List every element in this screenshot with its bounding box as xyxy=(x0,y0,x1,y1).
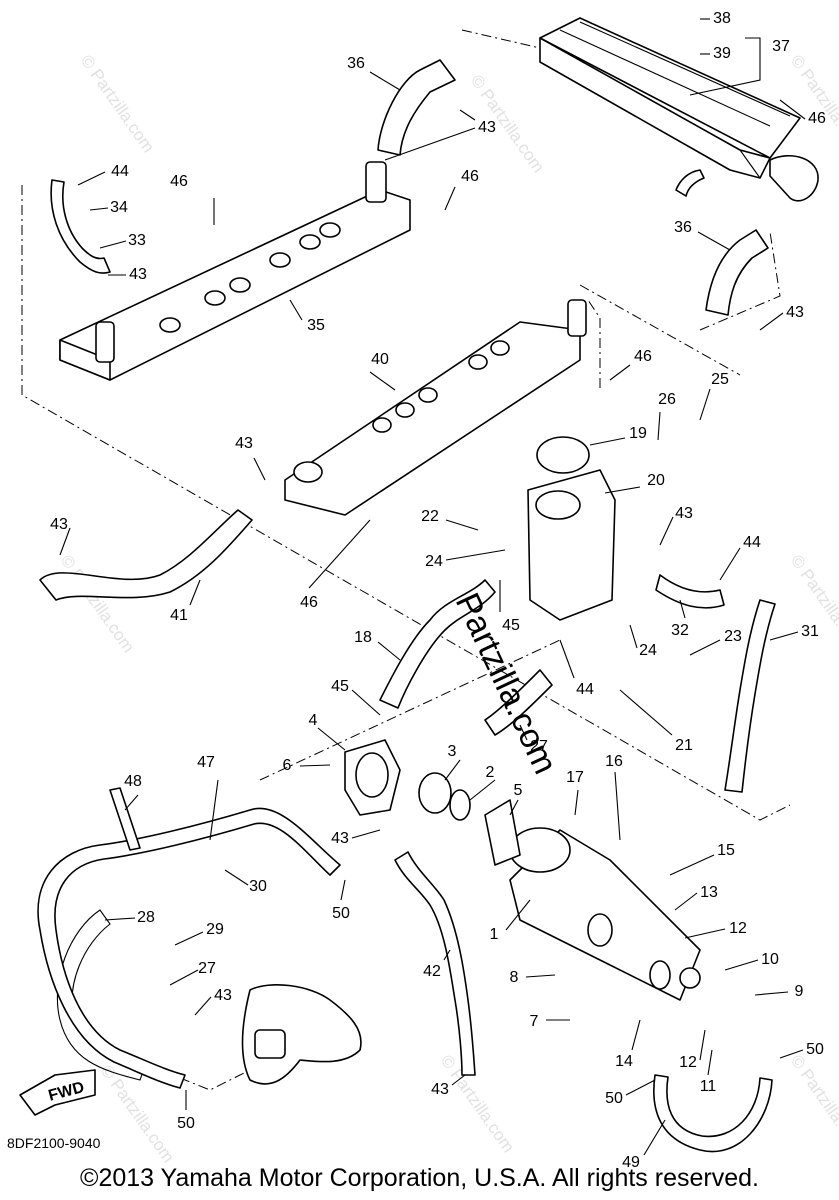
diagram-code: 8DF2100-9040 xyxy=(7,1135,101,1151)
part-number-label: 20 xyxy=(647,472,665,489)
part-number-label: 1 xyxy=(490,926,499,943)
part-number-label: 34 xyxy=(110,199,128,216)
part-number-label: 29 xyxy=(206,921,224,938)
part-number-label: 43 xyxy=(214,987,232,1004)
part-number-label: 25 xyxy=(711,371,729,388)
part-number-label: 27 xyxy=(530,738,548,755)
part-number-label: 23 xyxy=(724,628,742,645)
part-number-label: 46 xyxy=(170,173,188,190)
part-number-label: 49 xyxy=(622,1154,640,1171)
part-number-label: 36 xyxy=(674,219,692,236)
part-number-label: 38 xyxy=(713,10,731,27)
part-number-label: 39 xyxy=(713,45,731,62)
part-number-label: 46 xyxy=(808,110,826,127)
part-number-label: 30 xyxy=(249,878,267,895)
water-pump-assembly xyxy=(509,827,701,1001)
part-number-label: 43 xyxy=(50,516,68,533)
part-number-label: 4 xyxy=(309,712,318,729)
part-number-label: 24 xyxy=(639,642,657,659)
part-number-label: 44 xyxy=(743,534,761,551)
part-number-label: 43 xyxy=(675,505,693,522)
watermark: © Partzilla.com xyxy=(77,51,158,156)
part-number-label: 45 xyxy=(502,617,520,634)
part-number-label: 14 xyxy=(615,1053,633,1070)
part-labels: 1234567891011121213141516171819202122232… xyxy=(50,10,826,1171)
part-number-label: 50 xyxy=(177,1115,195,1132)
part-number-label: 50 xyxy=(332,905,350,922)
radiator-upper xyxy=(539,17,819,202)
radiator-left xyxy=(59,161,411,381)
part-number-label: 44 xyxy=(111,163,129,180)
watermark: © Partzilla.com xyxy=(437,1051,518,1156)
part-number-label: 43 xyxy=(786,304,804,321)
leader-lines xyxy=(59,18,806,1156)
part-number-label: 43 xyxy=(431,1081,449,1098)
part-number-label: 24 xyxy=(425,553,443,570)
part-number-label: 46 xyxy=(634,348,652,365)
part-number-label: 19 xyxy=(629,425,647,442)
radiator-middle xyxy=(284,299,587,516)
reservoir-tank xyxy=(527,436,616,621)
part-number-label: 10 xyxy=(761,951,779,968)
part-number-label: 37 xyxy=(772,38,790,55)
part-number-label: 21 xyxy=(675,737,693,754)
part-number-label: 47 xyxy=(197,754,215,771)
part-number-label: 13 xyxy=(700,884,718,901)
part-number-label: 42 xyxy=(423,963,441,980)
part-number-label: 5 xyxy=(514,782,523,799)
part-number-label: 45 xyxy=(331,678,349,695)
part-number-label: 7 xyxy=(530,1013,539,1030)
part-number-label: 26 xyxy=(658,391,676,408)
part-number-label: 41 xyxy=(170,607,188,624)
fwd-arrow: FWD xyxy=(19,1069,96,1116)
part-number-label: 43 xyxy=(129,266,147,283)
part-number-label: 15 xyxy=(717,842,735,859)
part-number-label: 3 xyxy=(448,743,457,760)
part-number-label: 28 xyxy=(137,909,155,926)
part-number-label: 36 xyxy=(347,55,365,72)
part-number-label: 48 xyxy=(124,773,142,790)
part-number-label: 6 xyxy=(283,757,292,774)
part-number-label: 27 xyxy=(198,960,216,977)
engine-fitting xyxy=(241,984,362,1085)
part-number-label: 43 xyxy=(331,830,349,847)
part-number-label: 46 xyxy=(461,168,479,185)
part-number-label: 16 xyxy=(605,753,623,770)
part-number-label: 50 xyxy=(806,1041,824,1058)
part-number-label: 12 xyxy=(729,920,747,937)
part-number-label: 12 xyxy=(679,1054,697,1071)
part-number-label: 18 xyxy=(354,629,372,646)
copyright-notice: ©2013 Yamaha Motor Corporation, U.S.A. A… xyxy=(80,1164,759,1192)
part-number-label: 9 xyxy=(795,983,804,1000)
part-number-label: 2 xyxy=(486,764,495,781)
part-number-label: 22 xyxy=(421,508,439,525)
part-number-label: 11 xyxy=(700,1078,717,1095)
part-number-label: 43 xyxy=(235,435,253,452)
watermark: © Partzilla.com xyxy=(787,51,839,156)
part-number-label: 40 xyxy=(371,351,389,368)
part-number-label: 46 xyxy=(300,594,318,611)
assembly-lines xyxy=(21,29,791,1091)
part-number-label: 50 xyxy=(605,1090,623,1107)
watermark: © Partzilla.com xyxy=(787,551,839,656)
part-number-label: 33 xyxy=(128,232,146,249)
part-number-label: 32 xyxy=(671,622,689,639)
part-number-label: 43 xyxy=(478,119,496,136)
part-number-label: 17 xyxy=(566,769,584,786)
part-number-label: 31 xyxy=(801,623,819,640)
watermark: © Partzilla.com xyxy=(57,551,138,656)
thermostat-assembly xyxy=(344,739,521,866)
hoses xyxy=(37,59,776,1153)
part-number-label: 44 xyxy=(576,681,594,698)
watermark: © Partzilla.com xyxy=(787,1051,839,1156)
part-number-label: 35 xyxy=(307,317,325,334)
part-number-label: 8 xyxy=(510,969,519,986)
